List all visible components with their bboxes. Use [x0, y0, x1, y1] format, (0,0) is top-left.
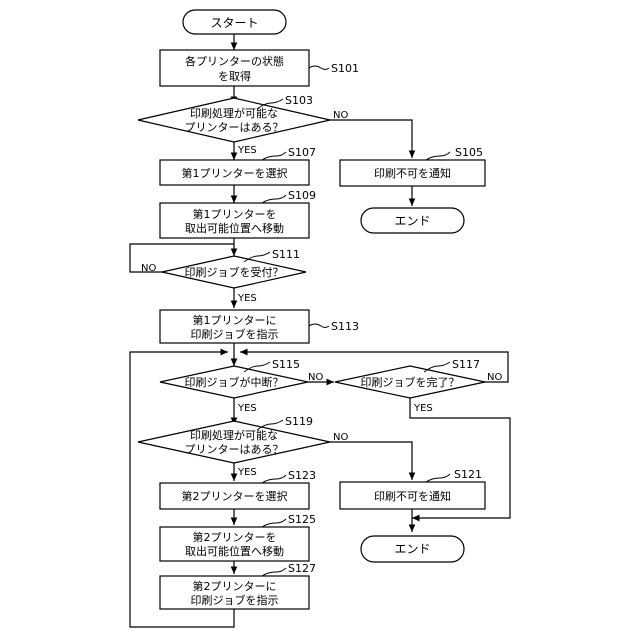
- s117-yes-label: YES: [413, 403, 433, 414]
- s115-text: 印刷ジョブが中断？: [185, 375, 284, 389]
- s119-no-label: NO: [333, 432, 348, 443]
- s121-text: 印刷不可を通知: [374, 489, 451, 503]
- s113-text-line1: 第1プリンターに: [193, 313, 277, 327]
- s111-no-label: NO: [141, 263, 156, 274]
- terminal-start-label: スタート: [210, 16, 258, 30]
- s127-text-line1: 第2プリンターに: [193, 579, 277, 593]
- step-label-s107: S107: [288, 146, 316, 159]
- terminal-end-upper-label: エンド: [394, 214, 430, 228]
- process-s127: 第2プリンターに 印刷ジョブを指示: [160, 576, 309, 609]
- s107-text: 第1プリンターを選択: [182, 166, 288, 180]
- s125-text-line2: 取出可能位置へ移動: [185, 544, 284, 558]
- terminal-start: スタート: [183, 10, 286, 34]
- process-s105: 印刷不可を通知: [340, 160, 485, 186]
- s119-text-line1: 印刷処理が可能な: [190, 428, 278, 442]
- s103-yes-label: YES: [237, 145, 257, 156]
- s103-text-line2: プリンターはある？: [185, 121, 284, 134]
- process-s101: 各プリンターの状態 を取得: [160, 50, 309, 86]
- s111-yes-label: YES: [237, 293, 257, 304]
- step-label-s121: S121: [454, 468, 482, 481]
- s103-text-line1: 印刷処理が可能な: [190, 106, 278, 120]
- s127-text-line2: 印刷ジョブを指示: [191, 593, 279, 607]
- process-s109: 第1プリンターを 取出可能位置へ移動: [160, 203, 309, 238]
- s105-text: 印刷不可を通知: [374, 166, 451, 180]
- step-label-s111: S111: [272, 248, 300, 261]
- terminal-end-upper: エンド: [361, 208, 464, 233]
- step-label-s117: S117: [452, 358, 480, 371]
- s119-text-line2: プリンターはある？: [185, 443, 284, 456]
- terminal-end-lower: エンド: [361, 536, 464, 562]
- s115-yes-label: YES: [237, 403, 257, 414]
- s101-text-line1: 各プリンターの状態: [185, 54, 284, 68]
- s113-text-line2: 印刷ジョブを指示: [191, 327, 279, 341]
- process-s113: 第1プリンターに 印刷ジョブを指示: [160, 310, 309, 343]
- s123-text: 第2プリンターを選択: [182, 489, 288, 503]
- s125-text-line1: 第2プリンターを: [193, 530, 277, 544]
- step-label-s125: S125: [288, 513, 316, 526]
- step-label-s115: S115: [272, 358, 300, 371]
- step-label-s101: S101: [331, 62, 359, 75]
- process-s107: 第1プリンターを選択: [160, 160, 309, 185]
- step-label-s119: S119: [285, 415, 313, 428]
- s117-no-label: NO: [487, 372, 502, 383]
- s111-text: 印刷ジョブを受付？: [185, 265, 284, 279]
- s103-no-label: NO: [333, 110, 348, 121]
- s115-no-label: NO: [308, 372, 323, 383]
- s119-yes-label: YES: [237, 467, 257, 478]
- terminal-end-lower-label: エンド: [394, 542, 430, 556]
- process-s123: 第2プリンターを選択: [160, 483, 309, 509]
- process-s125: 第2プリンターを 取出可能位置へ移動: [160, 527, 309, 561]
- step-label-s123: S123: [288, 469, 316, 482]
- step-label-s109: S109: [288, 189, 316, 202]
- s117-text: 印刷ジョブを完了？: [361, 375, 460, 389]
- s101-text-line2: を取得: [218, 70, 251, 83]
- process-s121: 印刷不可を通知: [340, 482, 485, 509]
- step-label-s113: S113: [331, 320, 359, 333]
- step-label-s105: S105: [455, 146, 483, 159]
- step-label-s127: S127: [288, 562, 316, 575]
- s109-text-line2: 取出可能位置へ移動: [185, 221, 284, 235]
- step-label-s103: S103: [285, 94, 313, 107]
- s109-text-line1: 第1プリンターを: [193, 207, 277, 221]
